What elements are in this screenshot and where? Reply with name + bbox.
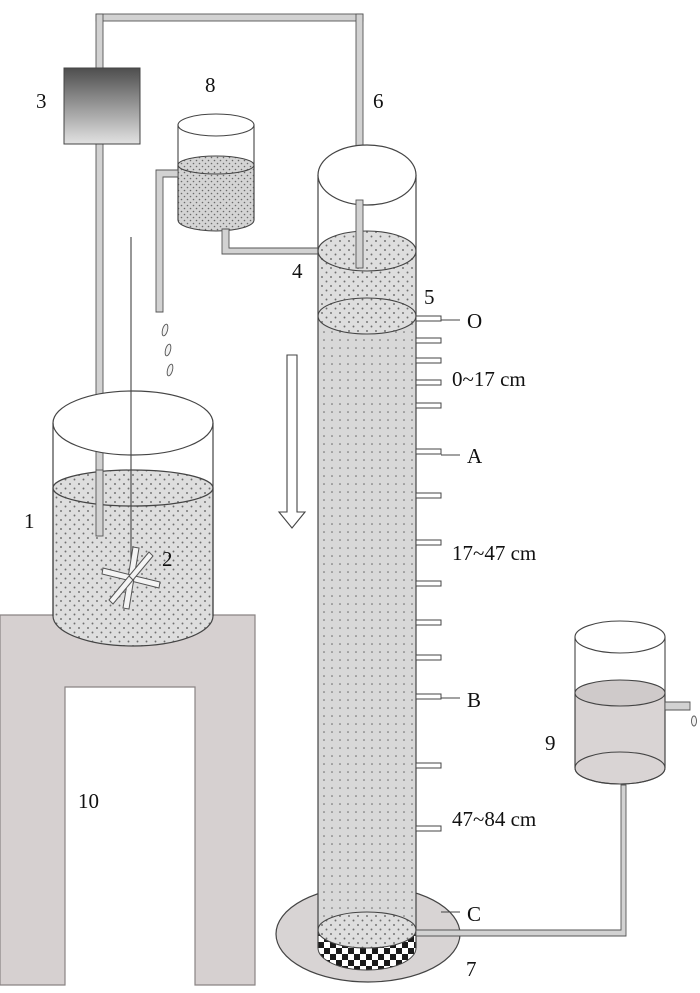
flow-direction-arrow: [277, 354, 307, 529]
side-ports: [415, 315, 442, 832]
pipe-into-column: [355, 199, 364, 269]
collection-reservoir: [574, 620, 666, 785]
motor-box: [63, 67, 141, 145]
side-port: [415, 337, 442, 344]
feed-tank: [177, 113, 255, 232]
side-port: [415, 402, 442, 409]
label-a: A: [467, 444, 483, 468]
side-port: [415, 762, 442, 769]
label-10: 10: [78, 789, 99, 813]
label-4: 4: [292, 259, 303, 283]
support-stand: [0, 614, 256, 986]
side-port: [415, 492, 442, 499]
side-port: [415, 315, 442, 322]
pipe-feed-tank-to-column: [221, 228, 319, 255]
outlet-pipe-to-reservoir: [415, 784, 627, 937]
side-port: [415, 357, 442, 364]
overflow-spout: [664, 701, 691, 711]
filter-column: [317, 144, 417, 971]
label-range-0-17: 0~17 cm: [452, 367, 526, 391]
label-3: 3: [36, 89, 47, 113]
label-b: B: [467, 688, 481, 712]
side-port: [415, 619, 442, 626]
side-port: [415, 825, 442, 832]
side-port: [415, 379, 442, 386]
side-port: [415, 580, 442, 587]
label-5: 5: [424, 285, 435, 309]
label-7: 7: [466, 957, 477, 981]
outlet-pipe-from-feed-tank: [155, 169, 179, 313]
feed-pipe-in-tank: [95, 469, 104, 537]
overflow-drop: [691, 715, 697, 727]
falling-droplets: [161, 323, 174, 377]
stirrer-impeller: [101, 546, 161, 610]
label-range-47-84: 47~84 cm: [452, 807, 536, 831]
label-2: 2: [162, 547, 173, 571]
label-6: 6: [373, 89, 384, 113]
side-port: [415, 448, 442, 455]
side-port: [415, 693, 442, 700]
label-range-17-47: 17~47 cm: [452, 541, 536, 565]
label-c: C: [467, 902, 481, 926]
mixing-tank: [52, 390, 214, 647]
label-8: 8: [205, 73, 216, 97]
label-o: O: [467, 309, 482, 333]
label-9: 9: [545, 731, 556, 755]
mark-leader-lines: [441, 319, 460, 913]
side-port: [415, 654, 442, 661]
side-port: [415, 539, 442, 546]
label-1: 1: [24, 509, 35, 533]
